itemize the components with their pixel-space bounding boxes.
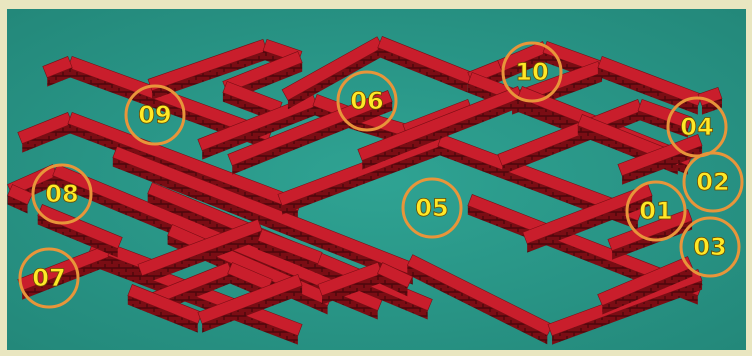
level-marker-label: 10 — [515, 58, 548, 86]
level-marker-label: 05 — [415, 194, 448, 222]
level-marker-label: 09 — [138, 101, 171, 129]
level-marker-label: 03 — [693, 233, 726, 261]
level-marker-label: 02 — [696, 168, 729, 196]
level-marker-label: 01 — [639, 197, 672, 225]
level-marker-label: 04 — [680, 113, 713, 141]
level-marker-label: 06 — [350, 87, 383, 115]
level-marker-label: 07 — [32, 264, 65, 292]
level-marker-label: 08 — [45, 180, 78, 208]
